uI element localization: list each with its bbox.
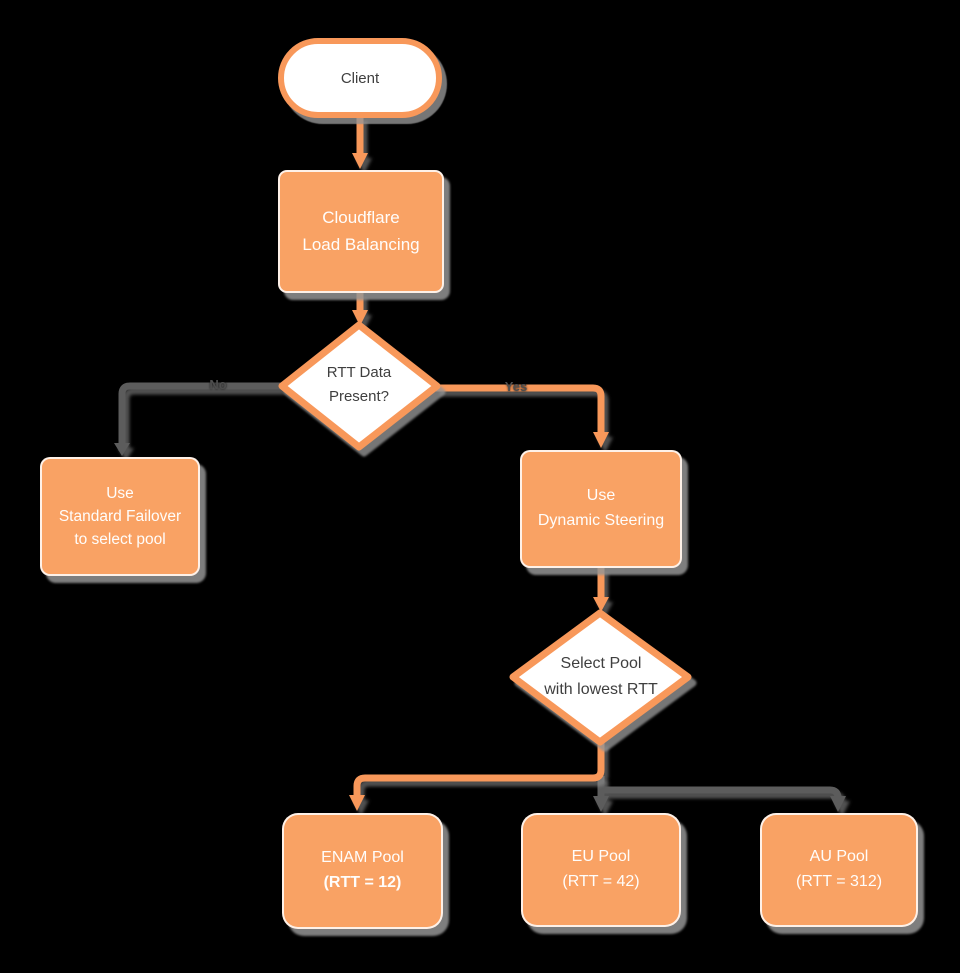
decision-rtt-data-shape xyxy=(278,321,441,451)
node-eu-pool: EU Pool (RTT = 42) xyxy=(521,813,681,927)
node-load-balancer: Cloudflare Load Balancing xyxy=(278,170,444,293)
node-standard-failover-line3: to select pool xyxy=(74,531,166,549)
arrowhead-no-icon xyxy=(114,443,130,456)
arrowhead-yes-icon xyxy=(593,432,609,448)
node-au-pool: AU Pool (RTT = 312) xyxy=(760,813,918,927)
edge-no-path xyxy=(118,382,281,451)
decision-select-pool-shape xyxy=(509,609,692,746)
edge-label-no: No xyxy=(209,377,227,392)
node-au-pool-rtt: (RTT = 312) xyxy=(795,873,883,890)
arrowhead-lb-rtt-icon xyxy=(352,310,368,326)
node-enam-pool-rtt: (RTT = 12) xyxy=(323,874,402,891)
gray-connectors xyxy=(114,382,846,812)
node-enam-pool-name: ENAM Pool xyxy=(321,849,404,867)
node-standard-failover: Use Standard Failover to select pool xyxy=(40,457,200,576)
arrowhead-au-icon xyxy=(830,796,846,812)
node-load-balancer-line2: Load Balancing xyxy=(302,234,420,254)
node-eu-pool-rtt: (RTT = 42) xyxy=(562,873,640,890)
node-dynamic-steering-line2: Dynamic Steering xyxy=(537,512,665,529)
edge-label-yes: Yes xyxy=(504,379,528,394)
arrowhead-select-enam-icon xyxy=(349,795,365,811)
node-eu-pool-name: EU Pool xyxy=(571,848,631,866)
node-dynamic-steering: Use Dynamic Steering xyxy=(520,450,682,568)
node-standard-failover-line2: Standard Failover xyxy=(58,507,182,525)
arrowhead-client-lb-icon xyxy=(352,153,368,169)
edge-au-path xyxy=(601,786,842,800)
orange-connectors xyxy=(349,116,609,811)
node-au-pool-name: AU Pool xyxy=(809,848,869,866)
node-client: Client xyxy=(278,38,442,118)
edge-select-enam-path xyxy=(353,741,605,797)
node-load-balancer-line1: Cloudflare xyxy=(322,208,400,228)
node-enam-pool: ENAM Pool (RTT = 12) xyxy=(282,813,443,929)
node-client-label: Client xyxy=(340,69,380,87)
arrowhead-dynamic-select-icon xyxy=(593,597,609,612)
node-standard-failover-line1: Use xyxy=(106,484,134,502)
edge-yes-path xyxy=(436,384,605,434)
node-dynamic-steering-line1: Use xyxy=(586,487,616,505)
arrowhead-eu-icon xyxy=(593,796,609,812)
